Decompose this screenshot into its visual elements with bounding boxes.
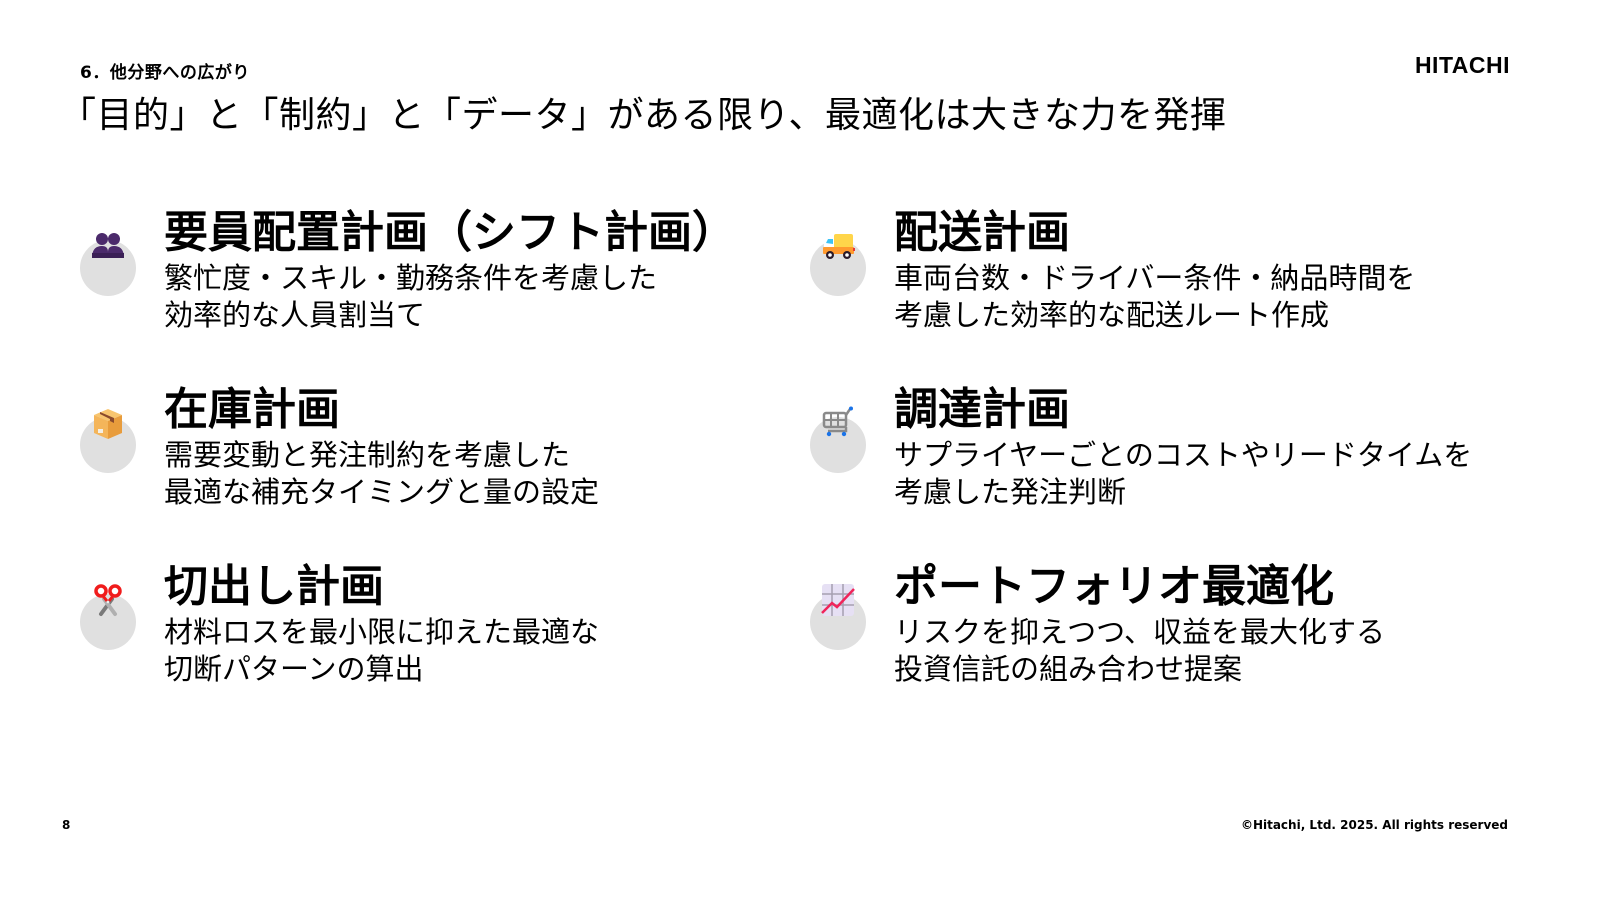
scissors-icon [90,582,126,618]
desc-line: 考慮した効率的な配送ルート作成 [894,298,1330,332]
item-title: 在庫計画 [164,384,340,435]
shopping-cart-icon [820,405,856,441]
item-description: 繁忙度・スキル・勤務条件を考慮した 効率的な人員割当て [164,260,657,334]
item-title: ポートフォリオ最適化 [894,561,1334,612]
item-title: 調達計画 [894,384,1070,435]
desc-line: 投資信託の組み合わせ提案 [894,652,1243,686]
item-description: 需要変動と発注制約を考慮した 最適な補充タイミングと量の設定 [164,437,599,511]
item-cutting-plan: 切出し計画 材料ロスを最小限に抑えた最適な 切断パターンの算出 [80,560,720,700]
item-title: 切出し計画 [164,561,384,612]
item-staffing-plan: 要員配置計画（シフト計画） 繁忙度・スキル・勤務条件を考慮した 効率的な人員割当… [80,206,736,346]
item-title: 配送計画 [894,207,1070,258]
desc-line: 考慮した発注判断 [894,475,1127,509]
page-title: 「目的」と「制約」と「データ」がある限り、最適化は大きな力を発揮 [60,95,1227,136]
desc-line: リスクを抑えつつ、収益を最大化する [894,615,1385,649]
section-label: 6．他分野への広がり [80,63,250,83]
desc-line: 効率的な人員割当て [164,298,426,332]
chart-increasing-icon [820,582,856,618]
icon-badge [80,560,136,650]
desc-line: 需要変動と発注制約を考慮した [164,438,571,472]
desc-line: 繁忙度・スキル・勤務条件を考慮した [164,261,658,295]
item-inventory-plan: 在庫計画 需要変動と発注制約を考慮した 最適な補充タイミングと量の設定 [80,383,720,523]
item-description: 材料ロスを最小限に抑えた最適な 切断パターンの算出 [164,614,599,688]
item-description: サプライヤーごとのコストやリードタイムを 考慮した発注判断 [894,437,1472,511]
item-title: 要員配置計画（シフト計画） [164,207,736,258]
item-portfolio-optimization: ポートフォリオ最適化 リスクを抑えつつ、収益を最大化する 投資信託の組み合わせ提… [810,560,1450,700]
desc-line: 材料ロスを最小限に抑えた最適な [164,615,600,649]
item-description: リスクを抑えつつ、収益を最大化する 投資信託の組み合わせ提案 [894,614,1385,688]
package-box-icon [90,405,126,441]
icon-badge [810,560,866,650]
icon-badge [810,206,866,296]
copyright: ©Hitachi, Ltd. 2025. All rights reserved [1240,818,1508,832]
desc-line: 切断パターンの算出 [164,652,424,686]
item-procurement-plan: 調達計画 サプライヤーごとのコストやリードタイムを 考慮した発注判断 [810,383,1472,523]
icon-badge [80,206,136,296]
desc-line: 最適な補充タイミングと量の設定 [164,475,600,509]
delivery-truck-icon [820,228,856,264]
icon-badge [80,383,136,473]
desc-line: サプライヤーごとのコストやリードタイムを [894,438,1473,472]
hitachi-logo: HITACHI [1414,52,1510,78]
people-icon [90,228,126,264]
page-number: 8 [62,818,71,832]
item-description: 車両台数・ドライバー条件・納品時間を 考慮した効率的な配送ルート作成 [894,260,1415,334]
icon-circle [80,240,136,296]
desc-line: 車両台数・ドライバー条件・納品時間を [894,261,1416,295]
icon-badge [810,383,866,473]
item-delivery-plan: 配送計画 車両台数・ドライバー条件・納品時間を 考慮した効率的な配送ルート作成 [810,206,1450,346]
